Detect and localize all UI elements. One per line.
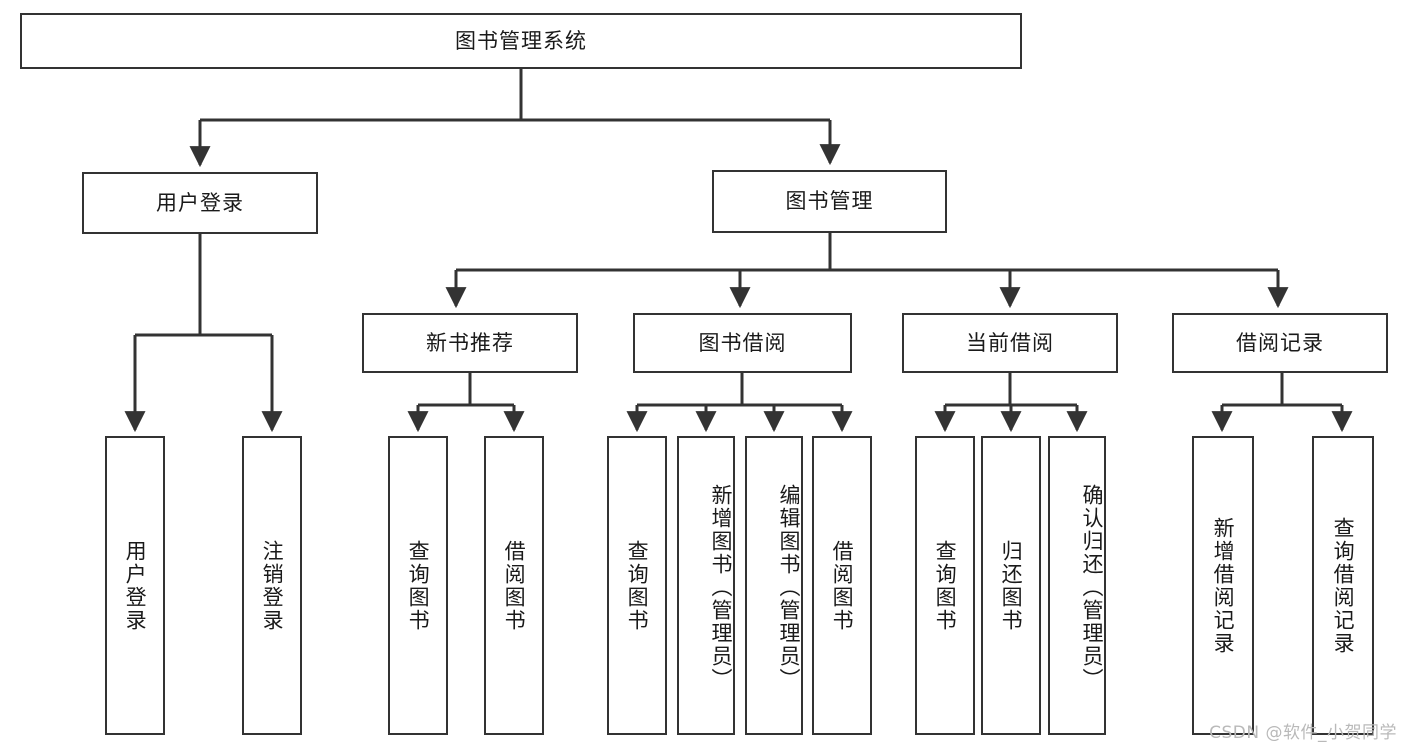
leaf-edit-book-admin-label: 编辑图书（管理员）	[777, 484, 801, 691]
leaf-edit-book-admin[interactable]: 编辑图书（管理员）	[745, 436, 803, 735]
node-user-login[interactable]: 用户登录	[82, 172, 318, 234]
leaf-return-book[interactable]: 归还图书	[981, 436, 1041, 735]
node-new-book-recommendation-label: 新书推荐	[426, 330, 514, 355]
node-root-label: 图书管理系统	[455, 28, 587, 53]
leaf-add-borrow-record-label: 新增借阅记录	[1211, 516, 1236, 655]
leaf-borrow-book-new-label: 借阅图书	[502, 539, 527, 632]
node-user-login-label: 用户登录	[156, 190, 244, 215]
leaf-confirm-return-admin[interactable]: 确认归还（管理员）	[1048, 436, 1106, 735]
leaf-add-borrow-record[interactable]: 新增借阅记录	[1192, 436, 1254, 735]
leaf-borrow-book[interactable]: 借阅图书	[812, 436, 872, 735]
watermark-text: CSDN @软件_小贺同学	[1209, 723, 1397, 743]
leaf-query-borrow-record-label: 查询借阅记录	[1331, 516, 1356, 655]
leaf-logout-label: 注销登录	[260, 539, 285, 632]
leaf-query-book-current[interactable]: 查询图书	[915, 436, 975, 735]
node-borrow-record-label: 借阅记录	[1236, 330, 1324, 355]
leaf-user-login[interactable]: 用户登录	[105, 436, 165, 735]
leaf-query-book-new-label: 查询图书	[406, 539, 431, 632]
leaf-add-book-admin[interactable]: 新增图书（管理员）	[677, 436, 735, 735]
leaf-query-book-borrow-label: 查询图书	[625, 539, 650, 632]
leaf-borrow-book-label: 借阅图书	[830, 539, 855, 632]
node-book-management-label: 图书管理	[785, 189, 874, 214]
leaf-query-book-new[interactable]: 查询图书	[388, 436, 448, 735]
node-book-borrow[interactable]: 图书借阅	[633, 313, 852, 373]
node-book-management[interactable]: 图书管理	[712, 170, 947, 233]
node-book-borrow-label: 图书借阅	[698, 330, 787, 355]
leaf-query-borrow-record[interactable]: 查询借阅记录	[1312, 436, 1374, 735]
leaf-logout[interactable]: 注销登录	[242, 436, 302, 735]
leaf-user-login-label: 用户登录	[123, 539, 148, 632]
leaf-add-book-admin-label: 新增图书（管理员）	[709, 484, 733, 691]
leaf-query-book-borrow[interactable]: 查询图书	[607, 436, 667, 735]
leaf-return-book-label: 归还图书	[999, 539, 1024, 632]
node-borrow-record[interactable]: 借阅记录	[1172, 313, 1388, 373]
node-new-book-recommendation[interactable]: 新书推荐	[362, 313, 578, 373]
node-root[interactable]: 图书管理系统	[20, 13, 1022, 69]
node-current-borrow-label: 当前借阅	[966, 330, 1054, 355]
leaf-confirm-return-admin-label: 确认归还（管理员）	[1080, 484, 1104, 691]
node-current-borrow[interactable]: 当前借阅	[902, 313, 1118, 373]
leaf-query-book-current-label: 查询图书	[933, 539, 958, 632]
leaf-borrow-book-new[interactable]: 借阅图书	[484, 436, 544, 735]
